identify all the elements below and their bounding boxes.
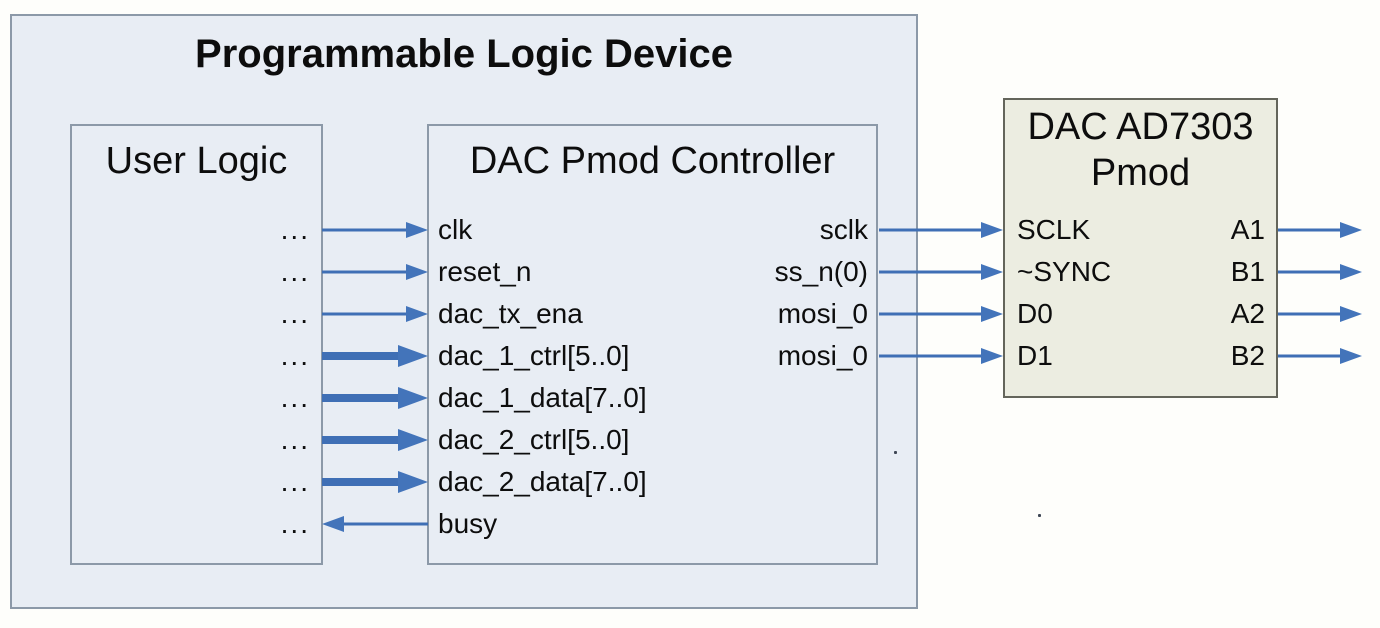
arrow-busy xyxy=(322,514,428,534)
pmod-title-line1: DAC AD7303 xyxy=(1027,106,1254,148)
pmod-port-a1: A1 xyxy=(1230,214,1265,245)
user-logic-stub-dac-tx-ena: ... xyxy=(280,298,310,329)
arrow-bus-dac-1-data xyxy=(322,386,428,410)
arrow-clk xyxy=(322,220,428,240)
arrow-bus-dac-1-ctrl xyxy=(322,344,428,368)
pmod-port-b1: B1 xyxy=(1230,256,1265,287)
arrow-ss-n-0 xyxy=(879,262,1003,282)
user-logic-stub-dac-2-data: ... xyxy=(280,466,310,497)
controller-port-dac-1-ctrl: dac_1_ctrl[5..0] xyxy=(438,340,630,371)
pmod-port-d0: D0 xyxy=(1017,298,1053,329)
user-logic-stub-busy: ... xyxy=(280,508,310,539)
user-logic-stub-dac-1-data: ... xyxy=(280,382,310,413)
arrow-mosi-0-d1 xyxy=(879,346,1003,366)
pmod-title-line2: Pmod xyxy=(1090,152,1191,194)
controller-port-dac-2-ctrl: dac_2_ctrl[5..0] xyxy=(438,424,630,455)
arrow-out-b2 xyxy=(1278,346,1362,366)
controller-port-dac-2-data: dac_2_data[7..0] xyxy=(438,466,647,497)
controller-port-busy: busy xyxy=(438,508,498,539)
pmod-port-sclk: SCLK xyxy=(1017,214,1091,245)
arrow-mosi-0-d0 xyxy=(879,304,1003,324)
user-logic-box xyxy=(70,124,323,565)
stray-dot xyxy=(894,451,897,454)
controller-box xyxy=(427,124,878,565)
controller-port-dac-tx-ena: dac_tx_ena xyxy=(438,298,583,329)
controller-port-reset-n: reset_n xyxy=(438,256,532,287)
controller-port-sclk: sclk xyxy=(819,214,868,245)
arrow-out-b1 xyxy=(1278,262,1362,282)
pmod-port-sync: ~SYNC xyxy=(1017,256,1112,287)
controller-port-ss-n: ss_n(0) xyxy=(774,256,868,287)
pmod-port-a2: A2 xyxy=(1230,298,1265,329)
arrow-out-a1 xyxy=(1278,220,1362,240)
pld-box xyxy=(10,14,918,609)
arrow-reset-n xyxy=(322,262,428,282)
controller-port-mosi-0b: mosi_0 xyxy=(777,340,868,371)
pmod-box xyxy=(1003,98,1278,398)
controller-port-clk: clk xyxy=(438,214,473,245)
pmod-port-b2: B2 xyxy=(1230,340,1265,371)
controller-port-mosi-0a: mosi_0 xyxy=(777,298,868,329)
arrow-sclk xyxy=(879,220,1003,240)
stray-dot xyxy=(1038,514,1041,517)
controller-port-dac-1-data: dac_1_data[7..0] xyxy=(438,382,647,413)
user-logic-stub-clk: ... xyxy=(280,214,310,245)
arrow-bus-dac-2-data xyxy=(322,470,428,494)
user-logic-stub-dac-1-ctrl: ... xyxy=(280,340,310,371)
arrow-bus-dac-2-ctrl xyxy=(322,428,428,452)
pld-title: Programmable Logic Device xyxy=(195,32,733,76)
arrow-out-a2 xyxy=(1278,304,1362,324)
arrow-dac-tx-ena xyxy=(322,304,428,324)
user-logic-stub-reset-n: ... xyxy=(280,256,310,287)
controller-title: DAC Pmod Controller xyxy=(469,140,836,182)
user-logic-title: User Logic xyxy=(105,140,288,182)
user-logic-stub-dac-2-ctrl: ... xyxy=(280,424,310,455)
pmod-title: DAC AD7303 Pmod xyxy=(1003,104,1278,196)
pmod-port-d1: D1 xyxy=(1017,340,1053,371)
